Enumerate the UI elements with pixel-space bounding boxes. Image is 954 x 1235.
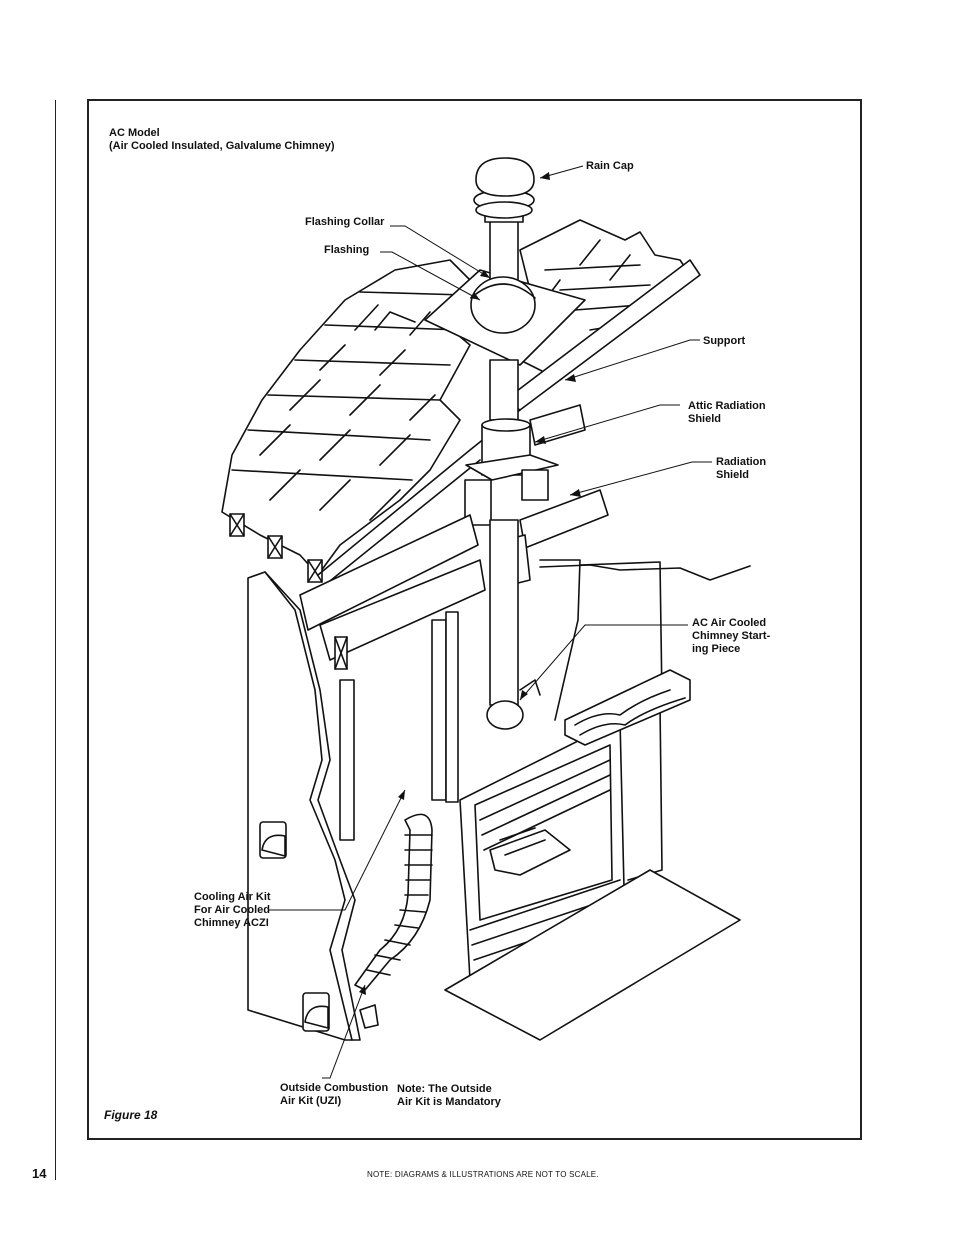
roof-rafter-ends (229, 513, 323, 583)
label-cooling-air-kit: Cooling Air Kit For Air Cooled Chimney A… (194, 891, 271, 929)
chimney-pipe-lower (486, 519, 541, 730)
label-flashing: Flashing (324, 244, 370, 256)
label-flashing-collar: Flashing Collar (305, 216, 385, 228)
label-ac-chimney-starting-piece: AC Air Cooled Chimney Start- ing Piece (692, 617, 771, 655)
label-support: Support (703, 335, 746, 347)
vent-hood-lower (302, 992, 330, 1032)
outside-air-kit-box (359, 1004, 379, 1029)
wall-stud (431, 619, 447, 801)
margin-rule (55, 100, 56, 1180)
mantel (564, 669, 691, 746)
hearth (444, 869, 741, 1041)
outer-wall-panel (247, 571, 361, 1041)
roof-right (504, 219, 701, 411)
vent-hood-upper (259, 821, 287, 859)
figure-caption: Figure 18 (104, 1108, 158, 1122)
chimney-pipe-upper (470, 219, 536, 334)
roof-left (221, 259, 471, 576)
label-radiation-shield: Radiation Shield (716, 456, 767, 481)
label-rain-cap: Rain Cap (586, 160, 634, 172)
rain-cap (473, 157, 535, 223)
cooling-air-duct (354, 813, 433, 991)
model-title-line2: (Air Cooled Insulated, Galvalume Chimney… (109, 140, 335, 152)
figure-frame (87, 99, 862, 1140)
model-title: AC Model (Air Cooled Insulated, Galvalum… (109, 127, 335, 153)
label-note-mandatory: Note: The Outside Air Kit is Mandatory (397, 1083, 501, 1108)
wall-header (299, 514, 486, 670)
footer-note: NOTE: DIAGRAMS & ILLUSTRATIONS ARE NOT T… (367, 1170, 599, 1179)
page-number: 14 (32, 1166, 47, 1181)
chimney-pipe-attic (465, 359, 559, 481)
model-title-line1: AC Model (109, 127, 160, 139)
wall-edge-line (539, 564, 751, 581)
attic-support-beam (529, 404, 586, 446)
label-outside-combustion-air-kit: Outside Combustion Air Kit (UZI) (280, 1082, 389, 1107)
label-attic-radiation-shield: Attic Radiation Shield (688, 400, 766, 425)
